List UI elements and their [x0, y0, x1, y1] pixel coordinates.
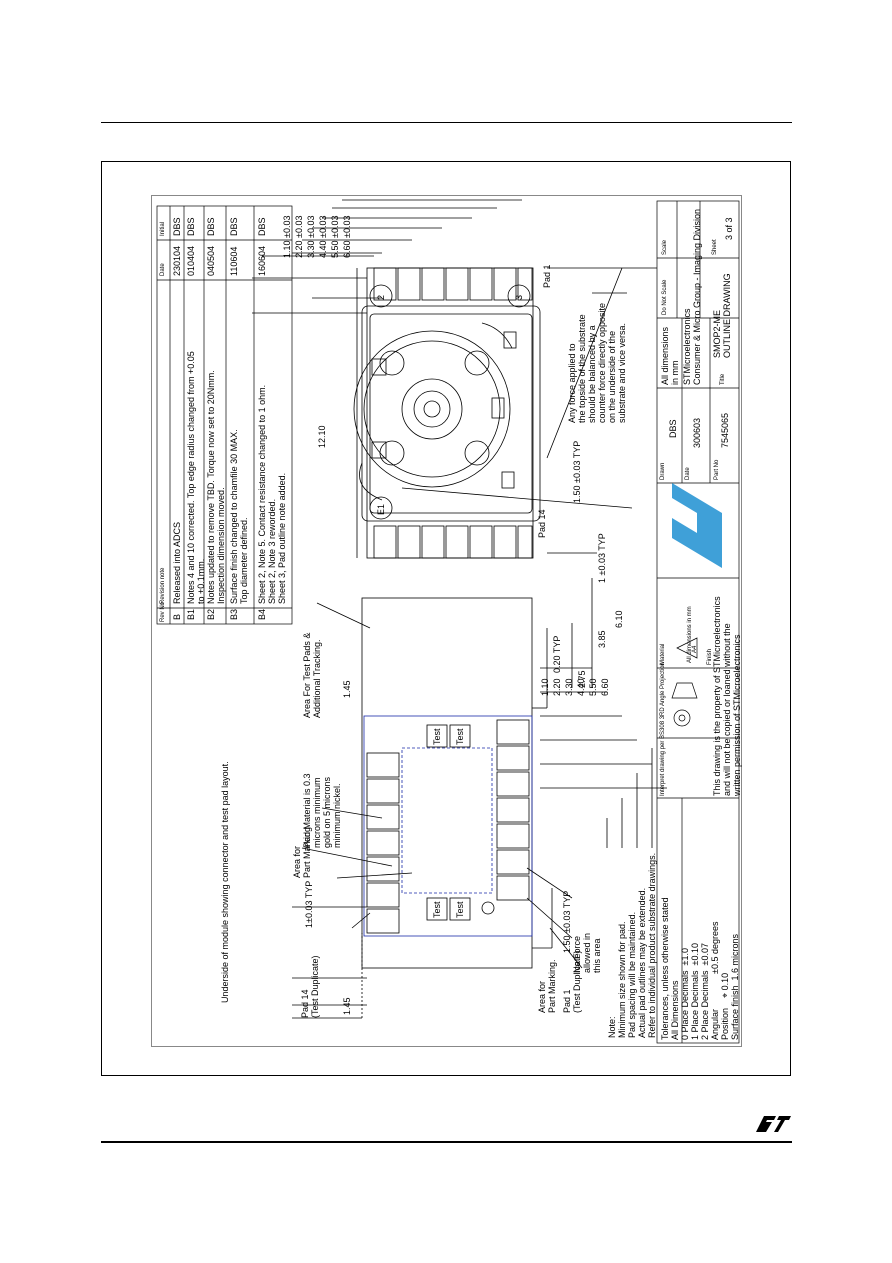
drawn-value: DBS [668, 419, 678, 438]
dim-right-stack-1: 1.10 ±0.03 [282, 215, 292, 258]
date-label: Date [685, 467, 691, 480]
material-label: Material [660, 643, 666, 665]
dim-1-50-typ: 1.50 ±0.03 TYP [562, 890, 572, 953]
circle-label-2: 2 [376, 294, 386, 300]
callout-area-marking-bottom: Area for Part Marking. [537, 959, 557, 1013]
dim-right-stack-4: 4.40 ±0.03 [318, 215, 328, 258]
property-note: This drawing is the property of STMicroe… [712, 596, 742, 796]
rotated-drawing: Underside of module showing connector an… [152, 196, 743, 1048]
finish-label: Finish [707, 648, 713, 665]
company-name: STMicroelectronics Consumer & Micro Grou… [682, 208, 702, 385]
rev-row-b1-date: 010404 [186, 245, 196, 276]
dim-stack-3-30: 3.30 [564, 678, 574, 696]
pad-label-test-2: Test [455, 901, 465, 918]
rev-row-b2-init: DBS [206, 217, 216, 236]
callout-no-force: No Force allowed in this area [572, 932, 602, 973]
all-dims-block: All dimensions in mm [660, 326, 680, 385]
rev-row-b2-note: Notes updated to remove TBD. Torque now … [206, 370, 226, 604]
dim-right-1-typ: 1 ±0.03 TYP [597, 533, 607, 583]
top-pad-row [366, 752, 400, 934]
rev-header-revno: Rev No [160, 601, 166, 622]
drawing-graphics [156, 199, 740, 1044]
callout-pad14-right: Pad 14 [537, 509, 547, 538]
dim-stack-6-60: 6.60 [600, 678, 610, 696]
rev-row-b-init: DBS [172, 217, 182, 236]
scale-label: Scale [662, 239, 668, 255]
circle-label-3: 3 [514, 294, 524, 300]
part-label: Part No [714, 459, 720, 480]
rev-header-initial: Initial [160, 221, 166, 236]
rev-row-b4-note: Sheet 2, Note 5. Contact resistance chan… [257, 384, 287, 604]
drawing-title: SMOP2-ME OUTLINE DRAWING [712, 273, 732, 358]
dim-right-1-50-typ: 1.50 ±0.03 TYP [572, 440, 582, 503]
rev-row-b-note: Released into ADCS [172, 521, 182, 604]
callout-note: Note: Minimum size shown for pad. Pad sp… [607, 852, 657, 1038]
st-logo-icon [756, 1116, 791, 1132]
rev-header-note: Revision note [160, 567, 166, 604]
st-logo-titleblock [664, 483, 732, 573]
dim-12-10: 12.10 [317, 425, 327, 448]
rev-row-b3-note: Surface finish changed to chamfile 30 MA… [229, 429, 249, 604]
rev-row-b-rev: B [172, 613, 182, 620]
header-rule [101, 122, 792, 123]
rev-row-b4-init: DBS [257, 217, 267, 236]
rev-row-b-date: 230104 [172, 245, 182, 276]
rev-row-b2-date: 040504 [206, 245, 216, 276]
drawing-sheet: Underside of module showing connector an… [151, 195, 742, 1047]
dim-1-typ: 1±0.03 TYP [304, 880, 314, 928]
callout-force-note: Any force applied to the topside of the … [567, 302, 627, 423]
rev-row-b4-rev: B4 [257, 608, 267, 620]
dim-3-85: 3.85 [597, 630, 607, 648]
dim-6-10: 6.10 [614, 610, 624, 628]
date-value: 300603 [692, 417, 702, 448]
view-title: Underside of module showing connector an… [220, 761, 230, 1003]
figure-frame [101, 161, 791, 1076]
dim-1-45-a: 1.45 [342, 997, 352, 1015]
pad-label-test-4: Test [455, 728, 465, 745]
rev-row-b1-init: DBS [186, 217, 196, 236]
dim-stack-1-10: 1.10 [540, 678, 550, 696]
rev-row-b3-date: 110604 [229, 246, 239, 276]
rev-row-b2-rev: B2 [206, 608, 216, 620]
do-not-scale: Do Not Scale [662, 279, 668, 315]
footer-rule [101, 1141, 792, 1143]
pad-label-test-1: Test [432, 901, 442, 918]
dim-right-stack-2: 2.20 ±0.03 [294, 215, 304, 258]
sheet-value: 3 of 3 [724, 217, 734, 240]
cad-ref: A4 [692, 645, 698, 653]
pad-label-test-3: Test [432, 728, 442, 745]
callout-pad-material: Pad Material is 0.3 microns minimum gold… [302, 773, 342, 848]
callout-pad14-left: Pad 14 (Test Duplicate) [300, 955, 320, 1018]
dim-stack-2-20: 2.20 [552, 678, 562, 696]
drawn-label: Drawn [660, 462, 666, 480]
title-label: Title [720, 373, 726, 385]
rev-row-b1-note: Notes 4 and 10 corrected. Top edge radiu… [186, 351, 206, 604]
dim-right-stack-5: 5.50 ±0.03 [330, 215, 340, 258]
part-value: 7545065 [720, 412, 730, 448]
callout-pad1-right: Pad 1 [542, 264, 552, 288]
rev-row-b4-date: 160604 [257, 245, 267, 276]
callout-area-test-pads: Area For Test Pads & Additional Tracking… [302, 632, 322, 718]
rev-row-b1-rev: B1 [186, 608, 196, 620]
dim-right-stack-6: 6.60 ±0.03 [342, 215, 352, 258]
dim-stack-5-50: 5.50 [588, 678, 598, 696]
dim-1-45-b: 1.45 [342, 680, 352, 698]
circle-label-e1: E1 [376, 503, 386, 515]
tolerances-block: Tolerances, unless otherwise stated All … [660, 897, 740, 1040]
rev-row-b3-rev: B3 [229, 608, 239, 620]
dim-stack-4-40: 4.40 [576, 678, 586, 696]
dim-right-stack-3: 3.30 ±0.03 [306, 215, 316, 258]
all-dims-mm: All dimensions in mm [687, 606, 693, 663]
interpret-note: Interpret drawing per BS308 3RD Angle Pr… [660, 662, 666, 796]
sheet-label: Sheet [712, 239, 718, 255]
rev-header-date: Date [160, 263, 166, 276]
dim-0-20-typ: 0.20 TYP [552, 635, 562, 673]
rev-row-b3-init: DBS [229, 217, 239, 236]
